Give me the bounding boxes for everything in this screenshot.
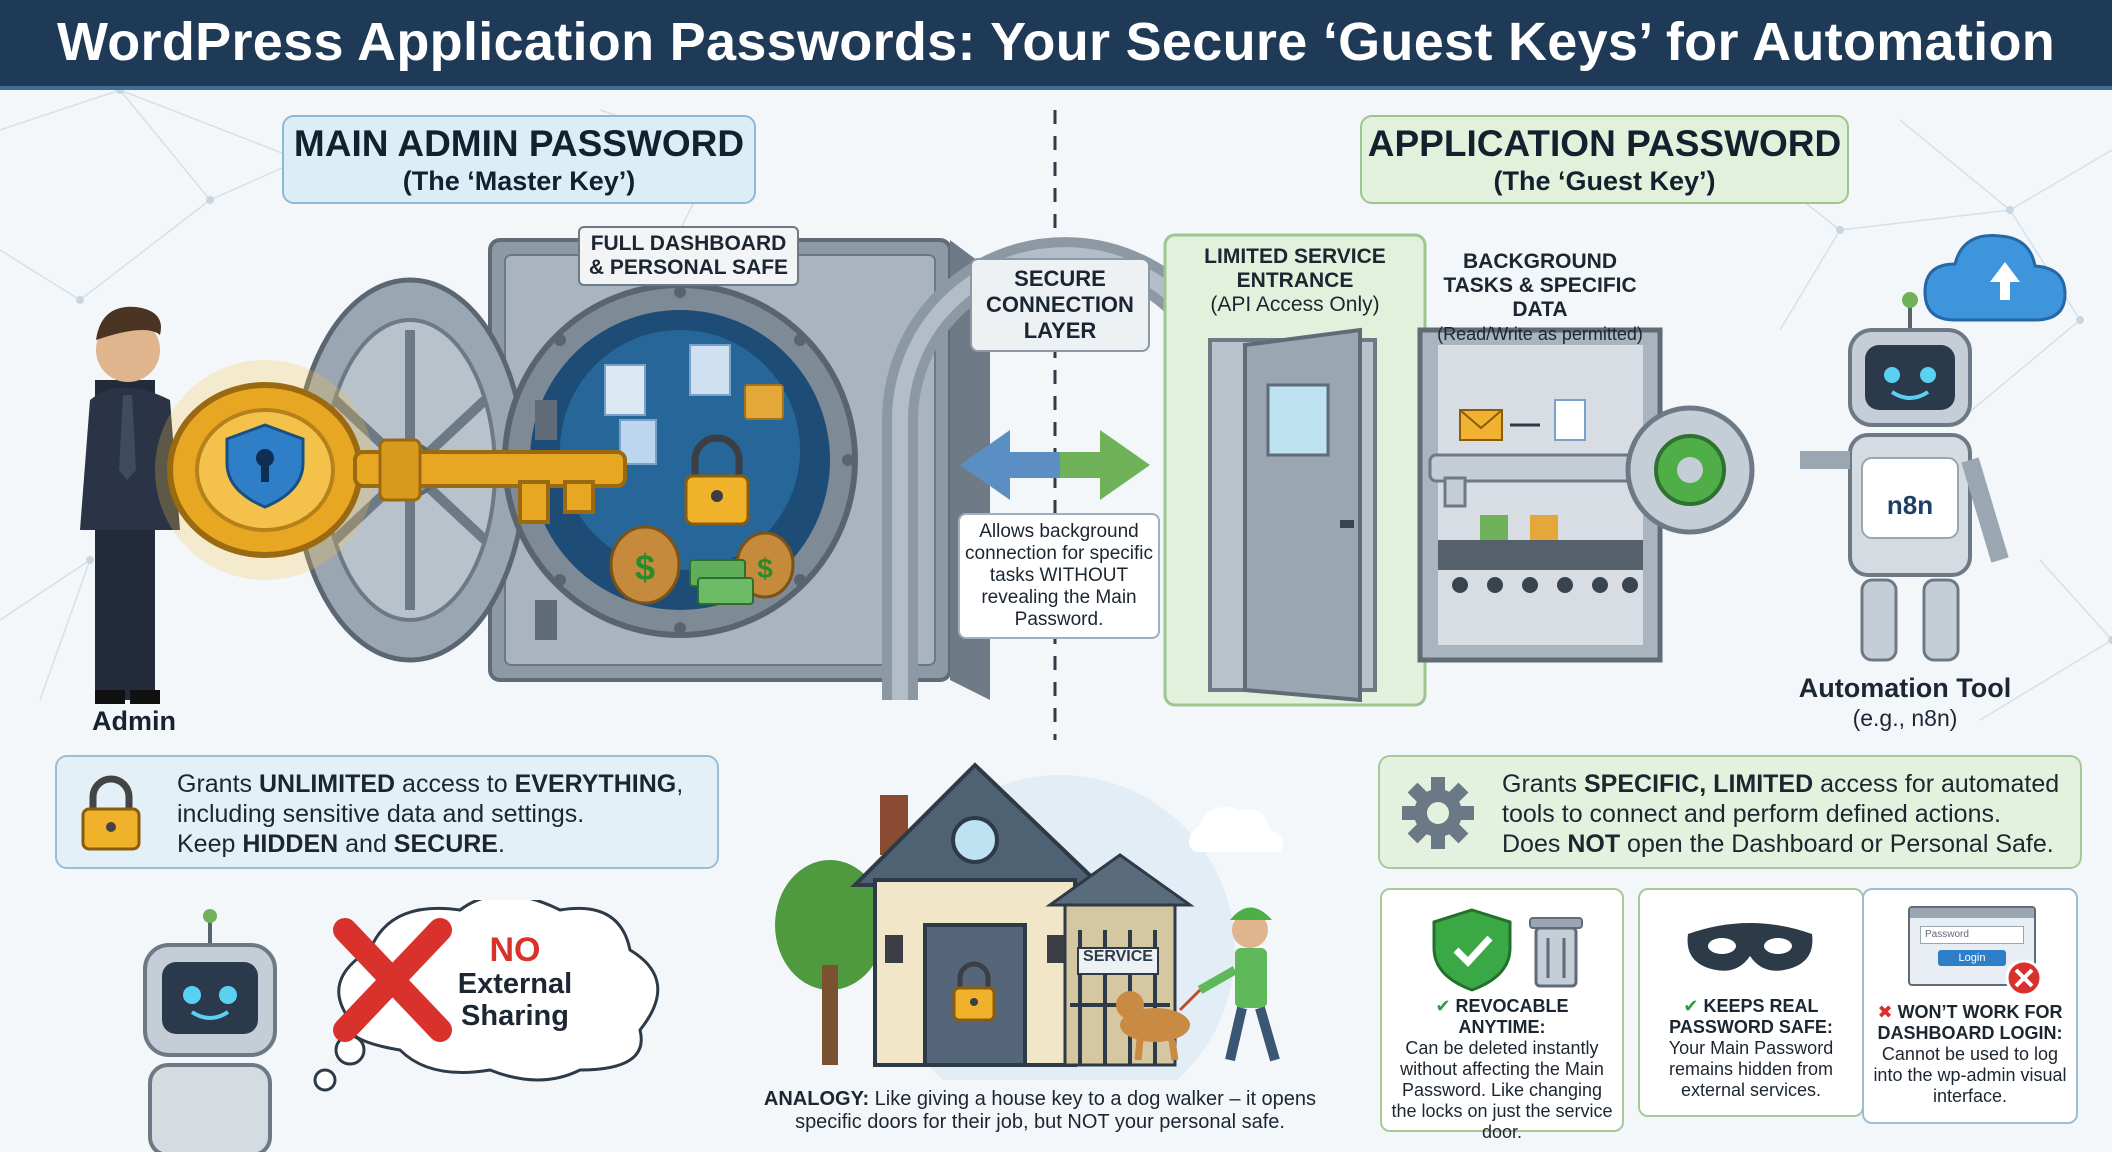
right-header-subtitle: (The ‘Guest Key’): [1493, 166, 1716, 196]
login-mockup: Password Login: [1908, 906, 2036, 986]
left-line1-a: Grants: [177, 770, 259, 798]
login-button: Login: [1938, 950, 2006, 966]
service-entrance-subtitle: (API Access Only): [1210, 293, 1380, 316]
left-line3-c: and: [338, 830, 394, 858]
title-bar: WordPress Application Passwords: Your Se…: [0, 0, 2112, 90]
service-door: [1163, 233, 1427, 707]
bidirectional-arrow-icon: [960, 430, 1150, 500]
card-no-dashboard-title-text: WON’T WORK FOR DASHBOARD LOGIN:: [1877, 1002, 2063, 1043]
analogy-line1: Like giving a house key to a dog walker …: [869, 1088, 1317, 1110]
mask-icon: [1687, 923, 1813, 971]
right-info-panel: Grants SPECIFIC, LIMITED access for auto…: [1378, 755, 2082, 869]
left-line1-b: UNLIMITED: [258, 770, 396, 798]
card-no-dashboard: Password Login ✖ WON’T WORK FOR DASHBOAR…: [1862, 888, 2078, 1124]
svg-text:$: $: [635, 547, 655, 588]
right-line3-b: NOT: [1567, 830, 1621, 858]
service-entrance-title: LIMITED SERVICE ENTRANCE: [1204, 245, 1386, 292]
connection-note: Allows background connection for specifi…: [958, 513, 1160, 639]
right-line3-a: Does: [1502, 830, 1568, 858]
dog: [1116, 991, 1190, 1061]
connection-layer-label: SECURE CONNECTION LAYER: [970, 258, 1150, 352]
admin-label: Admin: [92, 706, 176, 736]
trash-icon: [1529, 917, 1583, 988]
automation-tool-title: Automation Tool: [1798, 673, 2012, 703]
automation-robot: [1800, 292, 2009, 662]
dog-walker: [1178, 907, 1280, 1062]
left-line2: including sensitive data and settings.: [177, 800, 585, 828]
analogy-text: ANALOGY: Like giving a house key to a do…: [735, 1088, 1345, 1134]
shield-check-icon: [1432, 908, 1583, 992]
left-line3-a: Keep: [177, 830, 243, 858]
service-entrance-label: LIMITED SERVICE ENTRANCE (API Access Onl…: [1200, 245, 1390, 317]
house-analogy-illustration: [775, 762, 1284, 1080]
right-line2: tools to connect and perform defined act…: [1502, 800, 2001, 828]
gear-icon: [1402, 777, 1474, 849]
admin-figure: [80, 306, 180, 704]
error-x-icon: [2005, 959, 2043, 997]
card-keeps-safe-text: Your Main Password remains hidden from e…: [1668, 1038, 1834, 1100]
left-line3-d: SECURE: [393, 830, 498, 858]
service-sign: SERVICE: [1083, 948, 1153, 965]
right-line1-c: access for automated: [1813, 770, 2060, 798]
card-revocable: ✔ REVOCABLE ANYTIME: Can be deleted inst…: [1380, 888, 1624, 1142]
no-sharing-line2: External: [457, 968, 573, 1000]
page-title: WordPress Application Passwords: Your Se…: [56, 12, 2056, 72]
card-keeps-safe: ✔ KEEPS REAL PASSWORD SAFE: Your Main Pa…: [1638, 888, 1864, 1117]
card-revocable-title-text: REVOCABLE ANYTIME:: [1455, 996, 1569, 1037]
left-header: MAIN ADMIN PASSWORD (The ‘Master Key’): [282, 115, 756, 204]
card-keeps-safe-title: ✔ KEEPS REAL PASSWORD SAFE:: [1669, 996, 1833, 1037]
right-line3-c: open the Dashboard or Personal Safe.: [1620, 830, 2054, 858]
no-sharing-illustration: [143, 900, 660, 1152]
master-key-icon: [155, 360, 627, 580]
card-revocable-title: ✔ REVOCABLE ANYTIME:: [1435, 996, 1569, 1037]
background-tasks-label: BACKGROUND TASKS & SPECIFIC DATA (Read/W…: [1420, 250, 1660, 346]
left-header-title: MAIN ADMIN PASSWORD: [293, 123, 745, 164]
background-tasks-subtitle: (Read/Write as permitted): [1437, 324, 1643, 344]
n8n-badge: n8n: [1886, 490, 1934, 520]
right-header: APPLICATION PASSWORD (The ‘Guest Key’): [1360, 115, 1849, 204]
left-line1-c: access to: [395, 770, 515, 798]
right-line1-a: Grants: [1502, 770, 1584, 798]
guest-key-icon: [1428, 405, 1755, 535]
card-keeps-safe-title-text: KEEPS REAL PASSWORD SAFE:: [1669, 996, 1833, 1037]
red-x-icon: [333, 918, 452, 1042]
background-tasks-title: BACKGROUND TASKS & SPECIFIC DATA: [1443, 250, 1637, 321]
card-no-dashboard-text: Cannot be used to log into the wp-admin …: [1873, 1044, 2067, 1106]
cloud-upload-icon: [1923, 234, 2067, 322]
login-password-field: Password: [1920, 926, 2024, 944]
right-header-title: APPLICATION PASSWORD: [1367, 123, 1842, 164]
svg-text:$: $: [757, 553, 773, 584]
automation-tool-subtitle: (e.g., n8n): [1852, 705, 1958, 731]
automation-tool-label: Automation Tool (e.g., n8n): [1785, 672, 2025, 732]
small-robot: [143, 909, 277, 1152]
right-line1-b: SPECIFIC, LIMITED: [1583, 770, 1814, 798]
left-header-subtitle: (The ‘Master Key’): [402, 166, 636, 196]
card-no-dashboard-title: ✖ WON’T WORK FOR DASHBOARD LOGIN:: [1877, 1002, 2063, 1043]
padlock-icon: [81, 775, 141, 851]
no-sharing-text: NO External Sharing: [440, 932, 590, 1032]
task-room: [1417, 327, 1663, 663]
analogy-line2: specific doors for their job, but NOT yo…: [795, 1111, 1285, 1133]
left-line3-b: HIDDEN: [242, 830, 339, 858]
no-sharing-line1: NO: [489, 931, 541, 969]
analogy-label: ANALOGY:: [763, 1088, 870, 1110]
left-line1-d: EVERYTHING: [514, 770, 677, 798]
left-info-panel: Grants UNLIMITED access to EVERYTHING, i…: [55, 755, 719, 869]
no-sharing-line3: Sharing: [461, 1000, 569, 1032]
vault-label: FULL DASHBOARD & PERSONAL SAFE: [578, 226, 799, 286]
card-revocable-text: Can be deleted instantly without affecti…: [1391, 1038, 1613, 1142]
